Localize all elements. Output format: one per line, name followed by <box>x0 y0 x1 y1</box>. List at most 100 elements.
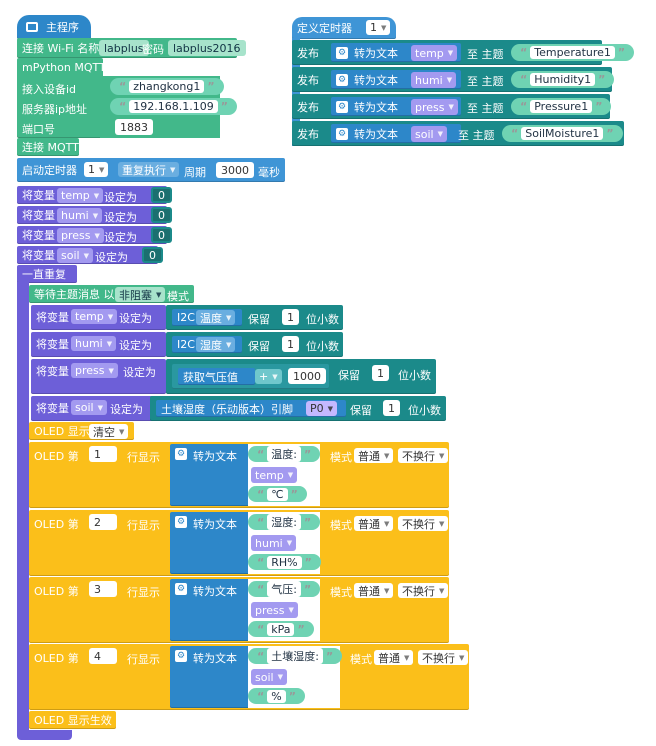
totext-label: 转为文本 <box>354 127 398 141</box>
oled-commit-block[interactable]: OLED 显示生效 <box>29 711 116 729</box>
timer-mode-select[interactable]: 重复执行▼ <box>118 162 180 177</box>
timer-def-label: 定义定时器 <box>297 22 352 35</box>
var-name-select[interactable]: temp▼ <box>57 188 104 203</box>
var-set-label: 将变量 <box>22 249 55 262</box>
wifi-password[interactable]: labplus2016 <box>168 40 246 56</box>
totext-label: 转为文本 <box>354 100 398 114</box>
digits-input[interactable]: 1 <box>383 400 400 416</box>
oled-mode-label: 模式 <box>350 653 372 666</box>
oled-wrap-select[interactable]: 不换行▼ <box>398 516 449 531</box>
oled-wrap-select[interactable]: 不换行▼ <box>398 448 449 463</box>
var-name-select[interactable]: soil▼ <box>57 248 93 263</box>
oled-wrap-select[interactable]: 不换行▼ <box>398 583 449 598</box>
press-fn-block[interactable]: 获取气压值 <box>178 368 255 385</box>
read-var-select[interactable]: humi▼ <box>71 336 117 351</box>
forever-label: 一直重复 <box>22 268 66 281</box>
text-join-label[interactable]: “气压:” <box>248 581 321 597</box>
oled-show-label: OLED 显示 <box>34 425 90 438</box>
text-join-var[interactable]: press▼ <box>251 602 298 618</box>
topic-label: 至 主题 <box>467 102 504 115</box>
text-join-var[interactable]: humi▼ <box>251 535 297 551</box>
publish-var-select[interactable]: soil▼ <box>411 126 447 142</box>
forever-loop-block[interactable]: 一直重复 <box>17 265 77 283</box>
digits-input[interactable]: 1 <box>372 365 389 381</box>
digits-input[interactable]: 1 <box>282 336 299 352</box>
text-join-label[interactable]: “土壤湿度:” <box>248 648 343 664</box>
oled-mode-select[interactable]: 普通▼ <box>374 650 414 665</box>
var-value[interactable]: 0 <box>151 227 172 243</box>
oled-mode-select[interactable]: 普通▼ <box>354 583 394 598</box>
soil-fn-label: 土壤湿度（乐动版本）引脚 <box>161 402 293 416</box>
publish-var-select[interactable]: temp▼ <box>411 45 458 61</box>
var-name-select[interactable]: press▼ <box>57 228 104 243</box>
text-join-unit[interactable]: “℃” <box>248 486 307 502</box>
soil-pin-select[interactable]: P0▼ <box>306 401 338 416</box>
wait-mode-select[interactable]: 非阻塞▼ <box>115 287 166 302</box>
mqtt-port[interactable]: 1883 <box>115 119 153 135</box>
wifi-pwd-label: 密码 <box>142 43 164 56</box>
oled-line-number[interactable]: 1 <box>89 446 117 462</box>
var-value[interactable]: 0 <box>151 207 172 223</box>
timer-def-id-select[interactable]: 1▼ <box>366 20 391 35</box>
text-join-label[interactable]: “温度:” <box>248 446 321 462</box>
var-set-label: 将变量 <box>22 209 55 222</box>
publish-label: 发布 <box>297 100 319 114</box>
oled-clear-select[interactable]: 清空▼ <box>89 424 129 439</box>
publish-topic[interactable]: “Humidity1” <box>511 71 615 88</box>
timer-id-select[interactable]: 1▼ <box>84 162 109 177</box>
soil-fn-block[interactable]: 土壤湿度（乐动版本）引脚 <box>156 400 346 417</box>
text-join-unit[interactable]: “kPa” <box>248 621 314 637</box>
timer-label: 启动定时器 <box>22 164 77 177</box>
i2c-opt-select[interactable]: 温度▼ <box>196 310 236 325</box>
text-join-label[interactable]: “湿度:” <box>248 514 321 530</box>
read-var-select[interactable]: press▼ <box>71 363 118 378</box>
totext-label: 转为文本 <box>354 46 398 60</box>
oled-line-number[interactable]: 4 <box>89 648 117 664</box>
digits-unit-label: 位小数 <box>306 313 339 326</box>
oled-mode-select[interactable]: 普通▼ <box>354 516 394 531</box>
read-set-label: 将变量 <box>36 311 69 324</box>
wait-label: 等待主题消息 以 <box>34 288 115 301</box>
main-hat-block[interactable]: 主程序 <box>17 15 91 39</box>
read-var-select[interactable]: soil▼ <box>71 400 107 415</box>
totext-label: 转为文本 <box>193 450 237 463</box>
program-icon <box>26 22 38 32</box>
oled-line-number[interactable]: 2 <box>89 514 117 530</box>
var-value[interactable]: 0 <box>151 187 172 203</box>
publish-var-select[interactable]: press▼ <box>411 99 458 115</box>
var-name-select[interactable]: humi▼ <box>57 208 103 223</box>
read-set-label: 将变量 <box>36 338 69 351</box>
text-join-unit[interactable]: “RH%” <box>248 554 321 570</box>
publish-topic[interactable]: “Pressure1” <box>511 98 612 115</box>
forever-loop-arm <box>17 282 29 735</box>
publish-topic[interactable]: “Temperature1” <box>511 44 635 61</box>
timer-period-label: 周期 <box>184 166 206 179</box>
i2c-opt-select[interactable]: 湿度▼ <box>196 337 236 352</box>
mqtt-connect-block[interactable]: 连接 MQTT <box>17 138 79 156</box>
press-op-select[interactable]: +▼ <box>255 369 282 384</box>
mqtt-server-ip[interactable]: “192.168.1.109” <box>110 98 237 115</box>
publish-topic[interactable]: “SoilMoisture1” <box>502 125 623 142</box>
oled-line-disp-label: 行显示 <box>127 519 160 532</box>
mqtt-client-id[interactable]: “zhangkong1” <box>110 78 224 95</box>
digits-input[interactable]: 1 <box>282 309 299 325</box>
oled-line-number[interactable]: 3 <box>89 581 117 597</box>
var-value[interactable]: 0 <box>142 247 163 263</box>
oled-line-label: OLED 第 <box>34 518 79 531</box>
press-value-input[interactable]: 1000 <box>288 368 326 384</box>
oled-wrap-select[interactable]: 不换行▼ <box>418 650 469 665</box>
oled-mode-select[interactable]: 普通▼ <box>354 448 394 463</box>
wifi-ssid[interactable]: labplus <box>99 40 149 56</box>
gear-icon: ⚙ <box>175 448 187 460</box>
topic-label: 至 主题 <box>467 75 504 88</box>
publish-var-select[interactable]: humi▼ <box>411 72 457 88</box>
text-join-unit[interactable]: “%” <box>248 688 305 704</box>
mqtt-server-label: 服务器ip地址 <box>22 103 88 116</box>
read-set-label: 将变量 <box>36 365 69 378</box>
text-join-var[interactable]: soil▼ <box>251 669 287 685</box>
gear-icon: ⚙ <box>336 46 348 59</box>
timer-period-input[interactable]: 3000 <box>216 162 254 178</box>
mqtt-block[interactable]: mPython MQTT <box>17 58 106 138</box>
text-join-var[interactable]: temp▼ <box>251 467 298 483</box>
read-var-select[interactable]: temp▼ <box>71 309 118 324</box>
